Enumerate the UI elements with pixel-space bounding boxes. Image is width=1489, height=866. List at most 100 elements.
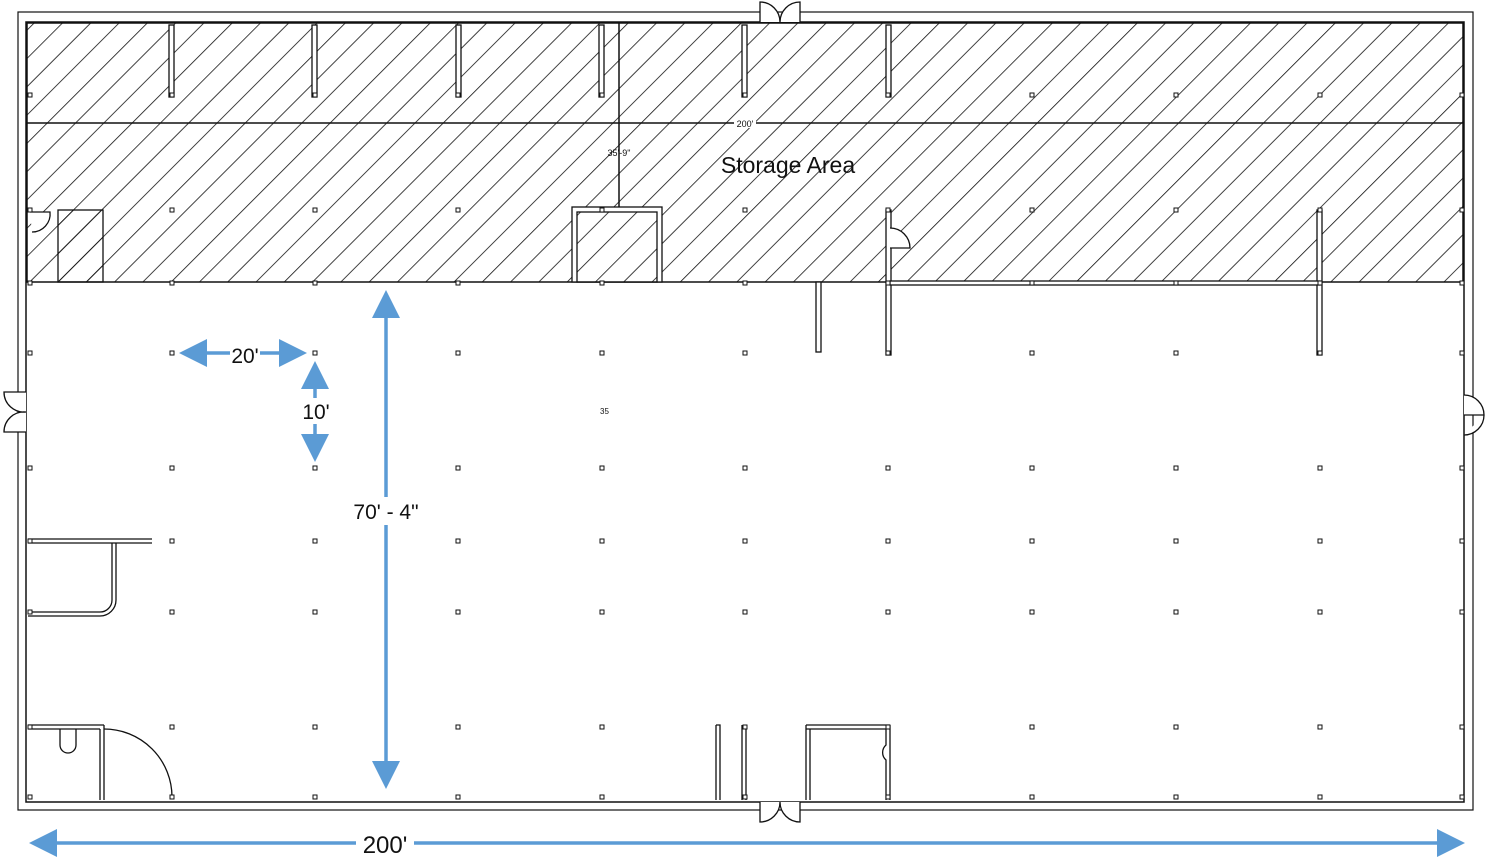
storage-door	[889, 227, 911, 249]
column-marker	[169, 92, 175, 98]
bottom-door[interactable]	[759, 801, 801, 823]
column-marker	[1029, 538, 1035, 544]
column-marker	[1459, 92, 1465, 98]
column-marker	[312, 350, 318, 356]
column-marker	[885, 794, 891, 800]
column-marker	[27, 724, 33, 730]
column-marker	[455, 465, 461, 471]
office-walls	[28, 538, 891, 800]
column-marker	[742, 724, 748, 730]
column-marker	[1459, 207, 1465, 213]
right-door[interactable]	[1463, 394, 1485, 436]
column-marker	[885, 280, 891, 286]
open-depth-label: 70' - 4"	[353, 501, 418, 524]
column-marker	[455, 350, 461, 356]
column-marker	[1173, 92, 1179, 98]
column-marker	[455, 92, 461, 98]
column-marker	[169, 207, 175, 213]
column-marker	[455, 609, 461, 615]
column-marker	[1317, 724, 1323, 730]
column-marker	[27, 350, 33, 356]
storage-label-bg	[734, 118, 756, 128]
column-marker	[1173, 280, 1179, 286]
column-marker	[312, 724, 318, 730]
column-marker	[1459, 609, 1465, 615]
column-marker	[1459, 794, 1465, 800]
column-marker	[1029, 92, 1035, 98]
column-marker	[885, 207, 891, 213]
column-marker	[1317, 609, 1323, 615]
column-marker	[1029, 207, 1035, 213]
column-marker	[1317, 538, 1323, 544]
column-marker	[742, 465, 748, 471]
column-marker	[455, 207, 461, 213]
bay-depth-label: 10'	[302, 401, 329, 424]
column-marker	[455, 280, 461, 286]
column-marker	[885, 609, 891, 615]
column-marker	[1029, 465, 1035, 471]
column-marker	[169, 350, 175, 356]
left-door[interactable]	[3, 391, 27, 433]
column-marker	[599, 465, 605, 471]
column-marker	[1173, 724, 1179, 730]
column-marker	[169, 465, 175, 471]
column-marker	[599, 350, 605, 356]
column-marker	[455, 538, 461, 544]
column-marker	[885, 538, 891, 544]
column-marker	[1173, 465, 1179, 471]
column-marker	[742, 92, 748, 98]
dimension-arrows	[29, 290, 1465, 857]
column-marker	[455, 724, 461, 730]
column-marker	[1029, 280, 1035, 286]
column-marker	[885, 350, 891, 356]
column-marker	[27, 207, 33, 213]
column-marker	[1173, 609, 1179, 615]
column-marker	[1459, 724, 1465, 730]
column-marker	[1317, 207, 1323, 213]
top-door[interactable]	[759, 1, 801, 23]
column-marker	[27, 465, 33, 471]
column-grid	[27, 92, 1465, 800]
column-marker	[27, 280, 33, 286]
column-marker	[312, 538, 318, 544]
column-marker	[599, 538, 605, 544]
column-marker	[27, 609, 33, 615]
storage-area-label: Storage Area	[721, 152, 855, 178]
column-marker	[599, 207, 605, 213]
column-marker	[599, 609, 605, 615]
storage-dim-depth: 35'-9"	[608, 148, 631, 158]
column-marker	[1317, 92, 1323, 98]
column-marker	[885, 724, 891, 730]
column-marker	[1317, 350, 1323, 356]
column-marker	[742, 794, 748, 800]
column-marker	[1317, 794, 1323, 800]
column-marker	[1029, 724, 1035, 730]
column-marker	[27, 92, 33, 98]
column-marker	[312, 92, 318, 98]
column-marker	[1317, 465, 1323, 471]
column-marker	[742, 350, 748, 356]
column-marker	[1029, 350, 1035, 356]
column-marker	[1459, 280, 1465, 286]
column-marker	[1173, 350, 1179, 356]
column-marker	[742, 538, 748, 544]
column-marker	[312, 465, 318, 471]
column-marker	[599, 92, 605, 98]
column-marker	[169, 538, 175, 544]
overall-width-label: 200'	[363, 832, 408, 859]
column-marker	[1173, 794, 1179, 800]
bay-width-label: 20'	[231, 345, 258, 368]
column-marker	[599, 794, 605, 800]
column-marker	[599, 724, 605, 730]
storage-dim-width: 200'	[737, 119, 754, 129]
column-marker	[1459, 538, 1465, 544]
column-marker	[1459, 465, 1465, 471]
column-marker	[1173, 207, 1179, 213]
column-marker	[1459, 350, 1465, 356]
column-marker	[169, 724, 175, 730]
column-marker	[312, 609, 318, 615]
column-marker	[169, 794, 175, 800]
column-marker	[1173, 538, 1179, 544]
column-marker	[1317, 280, 1323, 286]
